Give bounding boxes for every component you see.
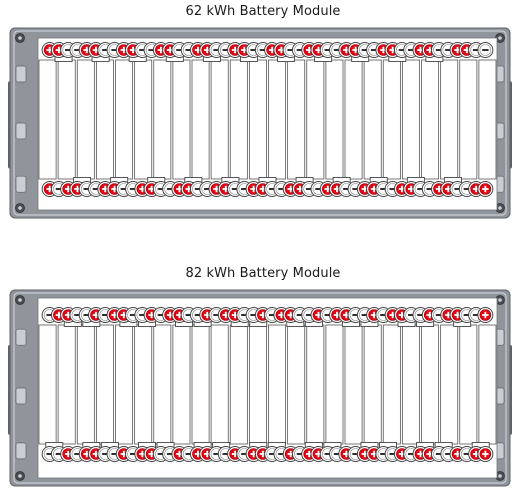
cell-outline [478, 59, 497, 180]
left-clip [15, 442, 27, 460]
cell [268, 59, 287, 180]
frame-highlight [13, 292, 507, 484]
cell-outline [248, 59, 267, 180]
plus-terminal-icon [477, 446, 494, 462]
module-62-diagram [8, 27, 512, 219]
module-82-title: 82 kWh Battery Module [185, 266, 341, 281]
frame-highlight [13, 30, 507, 216]
cell [248, 59, 267, 180]
module-62-title: 62 kWh Battery Module [185, 4, 341, 19]
left-clip [15, 328, 27, 346]
left-clip [15, 65, 27, 83]
plus-terminal-icon [477, 181, 494, 197]
module-82-diagram [8, 289, 512, 487]
cell-stack [38, 324, 497, 445]
minus-terminal-icon [477, 42, 494, 58]
cell [38, 59, 57, 180]
cell-outline [268, 59, 287, 180]
cell-outline [459, 59, 478, 180]
cell [478, 59, 497, 180]
left-clip [15, 387, 27, 405]
left-clip [15, 175, 27, 193]
plus-terminal-icon [477, 307, 494, 323]
minus-terminal-icon [403, 307, 420, 323]
cell [459, 59, 478, 180]
cell-outline [38, 59, 57, 180]
left-clip [15, 122, 27, 140]
